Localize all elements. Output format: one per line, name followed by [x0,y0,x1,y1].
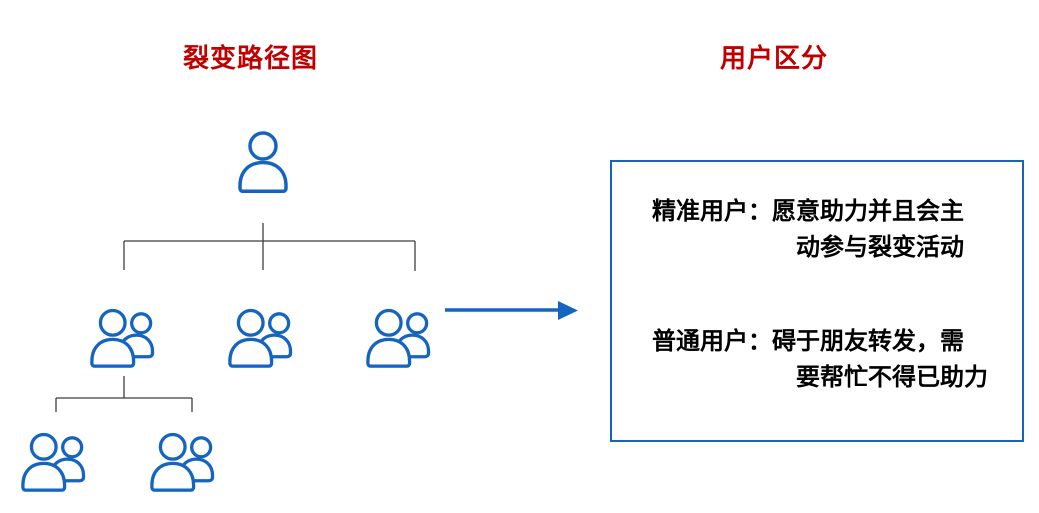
person-icon [238,131,288,193]
ordinary-user-line1: 普通用户：碍于朋友转发，需 [652,328,964,355]
people-pair-icon [90,307,162,368]
people-pair-icon [150,431,222,492]
people-pair-icon [21,431,93,492]
tree-connector-upper [123,223,416,271]
tree-connector-lower [55,376,193,412]
user-category-box: 精准用户：愿意助力并且会主 动参与裂变活动 普通用户：碍于朋友转发，需 要帮忙不… [610,160,1024,442]
precise-user-text: 精准用户：愿意助力并且会主 动参与裂变活动 [652,194,964,266]
ordinary-user-text: 普通用户：碍于朋友转发，需 要帮忙不得已助力 [652,324,988,396]
arrow-right-icon [445,301,578,320]
ordinary-user-line2: 要帮忙不得已助力 [796,364,988,391]
precise-user-line1: 精准用户：愿意助力并且会主 [652,198,964,225]
people-pair-icon [366,307,438,368]
people-pair-icon [228,307,300,368]
precise-user-line2: 动参与裂变活动 [796,234,964,261]
right-section-title: 用户区分 [720,43,829,73]
left-section-title: 裂变路径图 [183,43,319,73]
